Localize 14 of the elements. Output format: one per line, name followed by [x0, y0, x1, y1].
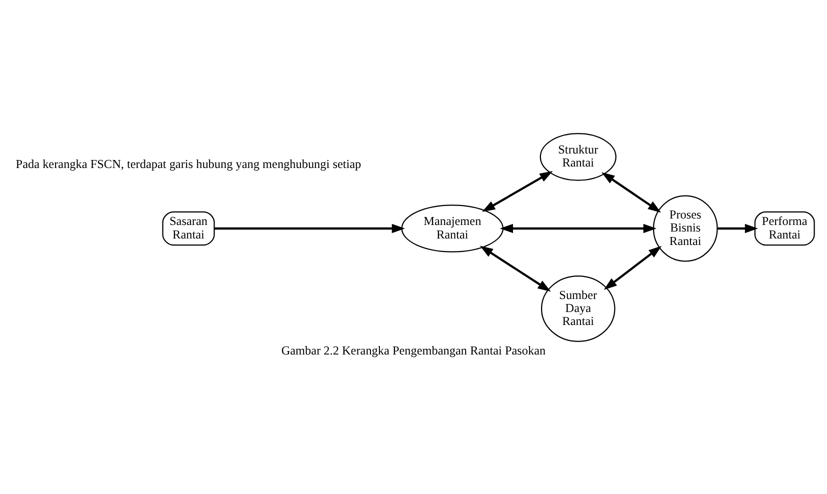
arrow [604, 245, 662, 290]
node-circle: Proses Bisnis Rantai [652, 194, 718, 262]
arrow [500, 223, 656, 233]
arrow [480, 245, 551, 292]
arrow [482, 170, 553, 212]
arrow [602, 172, 662, 212]
node-ellipse: Manajemen Rantai [401, 204, 504, 252]
arrow [214, 223, 405, 233]
node-box: Sasaran Rantai [162, 210, 215, 246]
node-ellipse: Sumber Daya Rantai [540, 275, 616, 342]
caption: Gambar 2.2 Kerangka Pengembangan Rantai Pasokan [281, 343, 546, 358]
arrow [718, 223, 758, 233]
node-box: Performa Rantai [754, 210, 815, 246]
label: Pada kerangka FSCN, terdapat garis hubung yang menghubungi setiap [16, 156, 362, 171]
